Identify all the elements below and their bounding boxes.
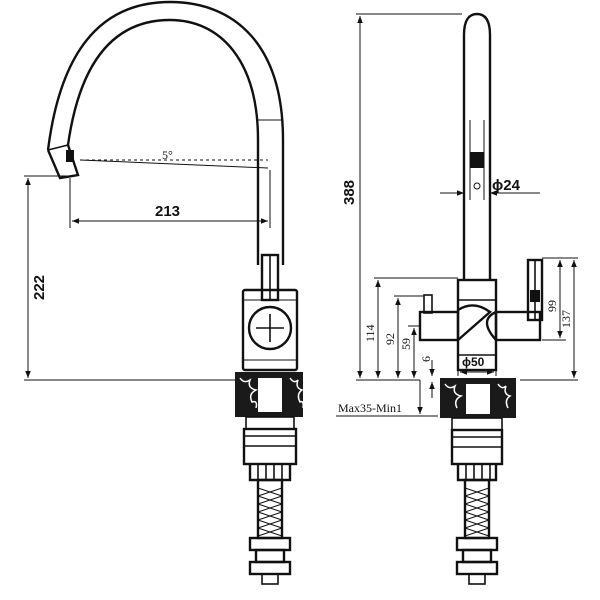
- side-deck-section: [440, 378, 516, 431]
- front-body: [241, 253, 299, 372]
- reach-label: 213: [155, 203, 180, 220]
- dim-92-label: 92: [383, 333, 397, 345]
- side-shank: [450, 428, 504, 482]
- side-body: [418, 258, 544, 372]
- front-deck-section: [235, 372, 304, 430]
- front-spout: [46, 0, 285, 265]
- side-spout-diameter: ϕ24: [440, 177, 540, 196]
- front-reach-dimension: 213: [69, 170, 271, 228]
- front-angle-dimension: 5°: [79, 148, 269, 169]
- side-hoses: [455, 478, 499, 585]
- side-spout: [462, 12, 492, 280]
- body-diameter-label: ϕ50: [462, 355, 485, 369]
- dim-99-label: 99: [545, 300, 559, 312]
- height-label: 222: [31, 275, 48, 300]
- front-hoses: [248, 478, 292, 585]
- dim-137-label: 137: [559, 310, 573, 328]
- side-left-dimensions: 114 92 59 6: [363, 277, 458, 398]
- deck-thickness-label: Max35-Min1: [338, 401, 402, 415]
- front-height-dimension: 222: [24, 175, 240, 381]
- spout-diameter-label: ϕ24: [492, 177, 521, 194]
- front-view: 5° 213 222: [24, 0, 304, 585]
- dim-114-label: 114: [363, 324, 377, 342]
- side-right-dimensions: 99 137: [520, 257, 578, 381]
- front-lever-knob: [247, 305, 293, 351]
- side-view: 388 ϕ24 114 92: [336, 12, 578, 585]
- dim-6-label: 6: [419, 356, 433, 362]
- total-height-label: 388: [341, 180, 358, 205]
- front-shank: [242, 427, 298, 482]
- side-height-dimension: 388: [341, 13, 462, 381]
- side-deck-thickness: Max35-Min1: [336, 380, 438, 417]
- angle-label: 5°: [162, 148, 173, 162]
- dim-59-label: 59: [399, 338, 413, 350]
- side-body-diameter: ϕ50: [457, 355, 497, 376]
